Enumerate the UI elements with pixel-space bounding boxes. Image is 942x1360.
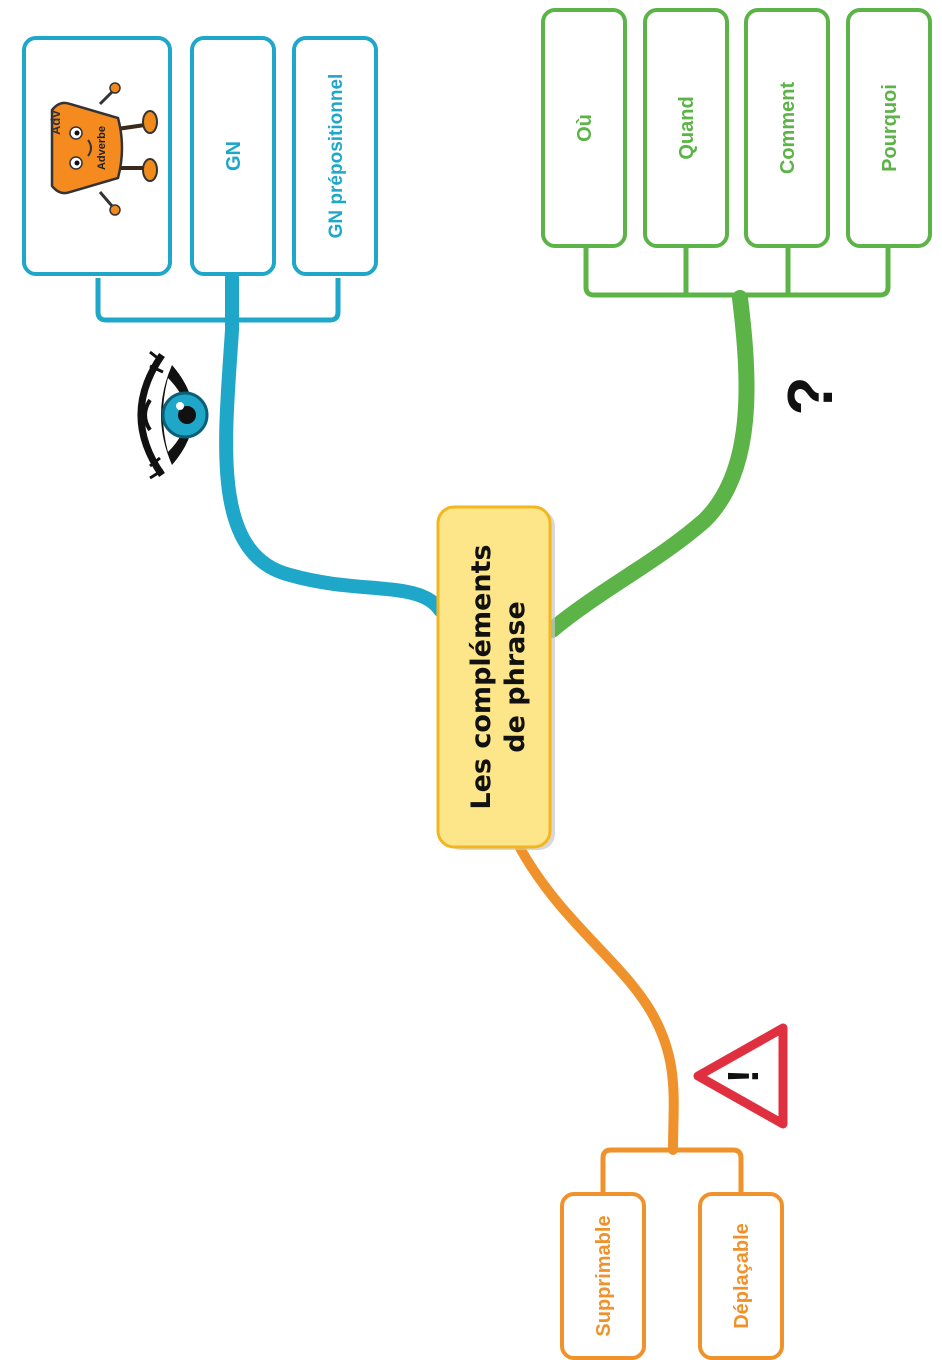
bracket-questions: [583, 248, 891, 298]
form-item-label: GN prépositionnel: [326, 74, 347, 239]
bracket-properties: [600, 1147, 744, 1192]
eye-icon: [137, 350, 209, 480]
adverb-mascot-icon: Adv Adverbe: [48, 82, 158, 216]
question-item-label: Où: [574, 114, 596, 142]
warning-mark: !: [719, 1069, 768, 1084]
connector-properties: [515, 843, 679, 1155]
node-question-4: Pourquoi: [846, 8, 932, 248]
adverb-label: Adverbe: [96, 126, 108, 170]
node-property-1: Supprimable: [560, 1192, 646, 1360]
question-item-label: Comment: [777, 82, 799, 175]
node-question-3: Comment: [744, 8, 830, 248]
node-form-1: GN: [190, 36, 276, 276]
property-item-label: Déplaçable: [731, 1223, 753, 1329]
warning-icon: !: [693, 1023, 788, 1129]
node-question-2: Quand: [643, 8, 729, 248]
center-title-line2: de phrase: [500, 601, 531, 753]
node-form-2: GN prépositionnel: [292, 36, 378, 276]
connector-questions: [544, 290, 755, 638]
node-question-1: Où: [541, 8, 627, 248]
question-item-label: Pourquoi: [879, 84, 901, 172]
property-item-label: Supprimable: [593, 1215, 615, 1336]
center-title-line1: Les compléments: [466, 544, 497, 809]
question-item-label: Quand: [676, 96, 698, 159]
node-property-2: Déplaçable: [698, 1192, 784, 1360]
node-adverb: Adv Adverbe: [22, 36, 172, 276]
connector-forms: [219, 271, 447, 617]
question-mark-symbol: ?: [774, 376, 846, 415]
center-node: [436, 505, 552, 849]
svg-text:Adv: Adv: [48, 110, 63, 135]
bracket-forms: [95, 278, 341, 323]
form-item-label: GN: [223, 141, 245, 171]
